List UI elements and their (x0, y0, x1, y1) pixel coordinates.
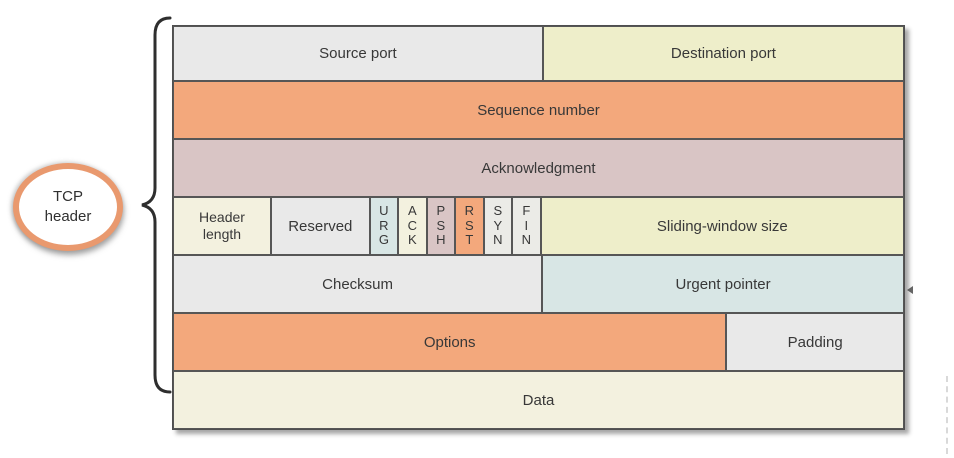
tcp-field-table: Source port Destination port Sequence nu… (172, 25, 905, 430)
row-options: Options Padding (173, 313, 904, 371)
field-options: Options (173, 313, 727, 371)
field-source-port: Source port (173, 26, 543, 81)
field-header-length: Header length (173, 197, 271, 255)
field-checksum: Checksum (173, 255, 543, 313)
field-reserved: Reserved (270, 197, 370, 255)
callout-label-line1: TCP (53, 187, 83, 205)
flag-urg: U R G (369, 197, 399, 255)
field-data: Data (173, 371, 904, 429)
flag-ack: A C K (398, 197, 427, 255)
field-sequence-number: Sequence number (173, 81, 904, 139)
field-acknowledgment: Acknowledgment (173, 139, 904, 197)
row-data: Data (173, 371, 904, 429)
stray-dashed-mark (946, 376, 948, 454)
curly-brace (141, 16, 172, 394)
stray-arrow-mark (907, 286, 913, 294)
field-padding: Padding (726, 313, 904, 371)
field-urgent-pointer: Urgent pointer (542, 255, 904, 313)
tcp-header-callout: TCP header (13, 163, 123, 251)
row-sequence: Sequence number (173, 81, 904, 139)
flag-psh: P S H (426, 197, 456, 255)
row-acknowledgment: Acknowledgment (173, 139, 904, 197)
row-ports: Source port Destination port (173, 26, 904, 81)
flag-syn: S Y N (483, 197, 513, 255)
field-destination-port: Destination port (542, 26, 904, 81)
flag-rst: R S T (455, 197, 484, 255)
field-sliding-window-size: Sliding-window size (540, 197, 904, 255)
flag-fin: F I N (512, 197, 541, 255)
row-checksum: Checksum Urgent pointer (173, 255, 904, 313)
callout-label-line2: header (44, 208, 92, 225)
row-flags: Header length Reserved U R G A C K P S H… (173, 197, 904, 255)
